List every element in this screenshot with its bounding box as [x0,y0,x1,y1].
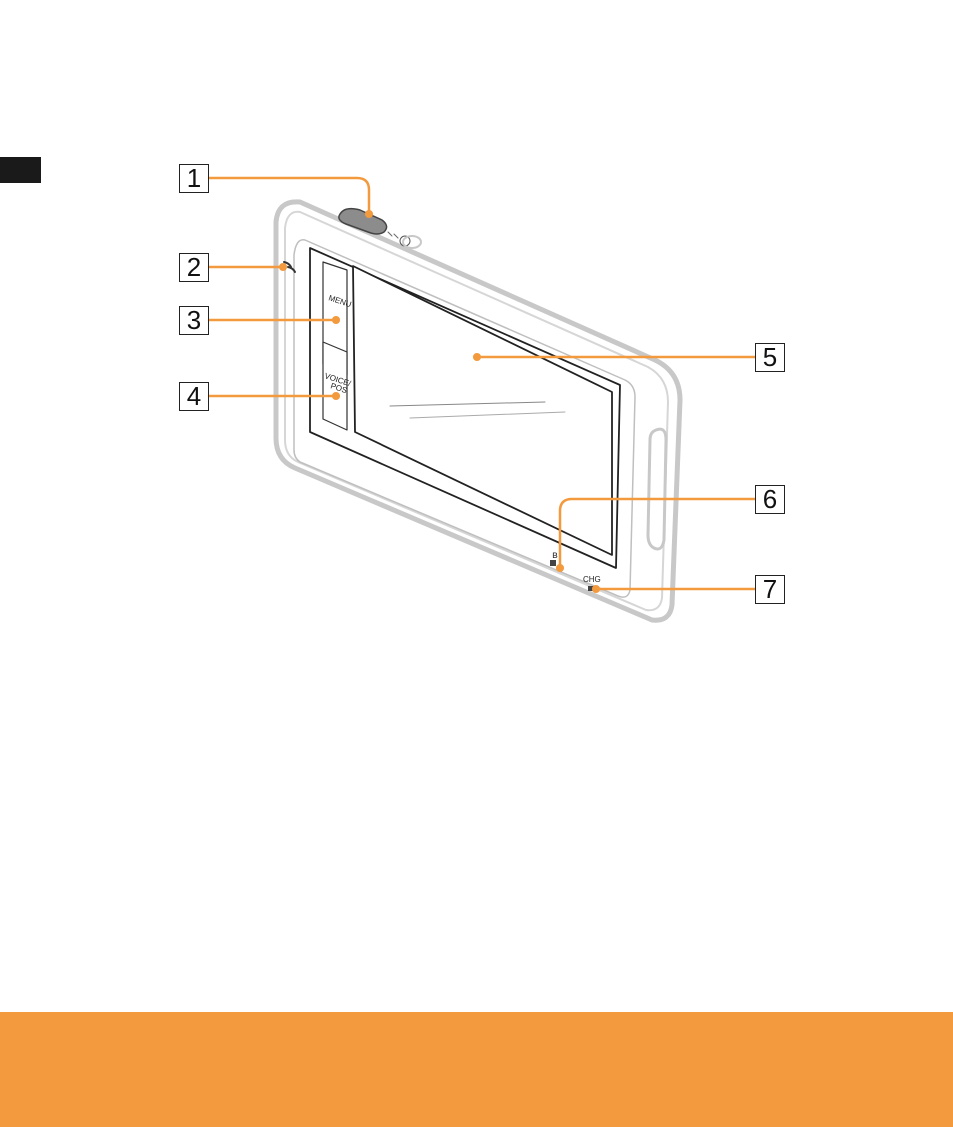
bluetooth-icon: ʙ [552,550,558,561]
device-body: ʙ [276,202,680,620]
top-port [403,236,421,248]
callout-6-bluetooth-indicator: 6 [755,485,785,514]
callout-1-power-switch: 1 [179,164,209,193]
callout-7-charge-indicator: 7 [755,575,785,604]
callout-3-menu-button: 3 [179,306,209,335]
leader-line-1 [208,178,369,214]
callout-2-microphone: 2 [179,253,209,282]
charge-label: CHG [583,575,601,584]
callout-5-touch-screen: 5 [755,343,785,372]
footer-band [0,1012,953,1127]
callout-4-voice-pos-button: 4 [179,382,209,411]
side-slot [648,429,666,549]
power-switch [339,209,387,234]
